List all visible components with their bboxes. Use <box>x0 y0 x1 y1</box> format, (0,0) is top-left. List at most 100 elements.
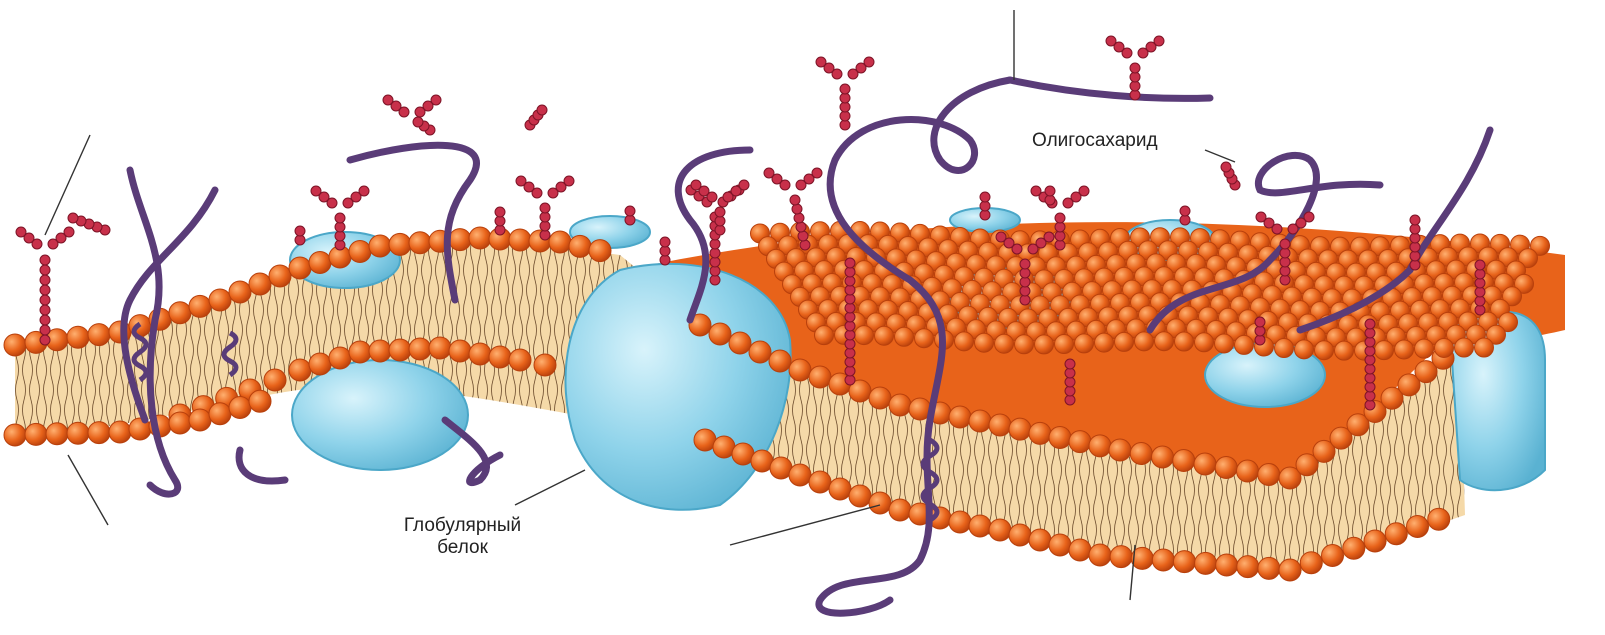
glycan-bead <box>564 176 574 186</box>
phospholipid-head <box>1155 332 1174 351</box>
glycan-bead <box>1106 36 1116 46</box>
phospholipid-head <box>1009 524 1031 546</box>
glycan-bead <box>540 203 550 213</box>
phospholipid-head <box>1258 464 1280 486</box>
phospholipid-head <box>1152 549 1174 571</box>
phospholipid-head <box>509 349 531 371</box>
glycan-bead <box>840 84 850 94</box>
phospholipid-head <box>1322 545 1344 567</box>
phospholipid-head <box>1435 338 1454 357</box>
phospholipid-head <box>895 327 914 346</box>
phospholipid-head <box>829 478 851 500</box>
glycan-bead <box>1280 239 1290 249</box>
phospholipid-head <box>264 369 286 391</box>
phospholipid-head <box>1109 439 1131 461</box>
phospholipid-head <box>1375 341 1394 360</box>
phospholipid-head <box>949 406 971 428</box>
glycan-bead <box>64 227 74 237</box>
protein-left-lower <box>292 360 468 470</box>
phospholipid-head <box>1215 457 1237 479</box>
phospholipid-head <box>949 511 971 533</box>
phospholipid-head <box>1173 551 1195 573</box>
glycan-bead <box>68 213 78 223</box>
glycan-bead <box>798 231 808 241</box>
phospholipid-head <box>1055 335 1074 354</box>
phospholipid-head <box>855 326 874 345</box>
phospholipid-head <box>1195 552 1217 574</box>
phospholipid-head <box>329 347 351 369</box>
phospholipid-head <box>67 326 89 348</box>
glycan-bead <box>40 335 50 345</box>
glycan-bead <box>1410 215 1420 225</box>
phospholipid-head <box>549 231 571 253</box>
phospholipid-head <box>109 321 131 343</box>
glycan-bead <box>431 95 441 105</box>
glycan-bead <box>335 213 345 223</box>
glycan-bead <box>1045 186 1055 196</box>
phospholipid-head <box>1195 333 1214 352</box>
phospholipid-head <box>1089 544 1111 566</box>
glycan-bead <box>495 207 505 217</box>
glycan-bead <box>383 95 393 105</box>
phospholipid-head <box>1029 422 1051 444</box>
phospholipid-head <box>1029 529 1051 551</box>
phospholipid-head <box>1110 546 1132 568</box>
glycan-bead <box>1031 186 1041 196</box>
phospholipid-head <box>229 281 251 303</box>
phospholipid-head <box>1475 338 1494 357</box>
phospholipid-head <box>1235 335 1254 354</box>
phospholipid-head <box>449 229 471 251</box>
glycan-bead <box>794 213 804 223</box>
phospholipid-head <box>789 359 811 381</box>
glycan-bead <box>40 255 50 265</box>
glycan-bead <box>845 258 855 268</box>
phospholipid-head <box>1075 334 1094 353</box>
phospholipid-head <box>729 332 751 354</box>
peptide-chain-7 <box>1010 80 1210 98</box>
phospholipid-head <box>875 326 894 345</box>
phospholipid-head <box>709 323 731 345</box>
phospholipid-head <box>955 332 974 351</box>
phospholipid-head <box>389 233 411 255</box>
phospholipid-head <box>969 410 991 432</box>
phospholipid-head <box>189 295 211 317</box>
glycan-bead <box>1044 232 1054 242</box>
glycan-bead <box>413 117 423 127</box>
phospholipid-head <box>1364 530 1386 552</box>
phospholipid-head <box>789 464 811 486</box>
pointer-oligosaccharide <box>1205 150 1235 162</box>
phospholipid-head <box>369 235 391 257</box>
glycan-bead <box>1365 319 1375 329</box>
phospholipid-head <box>589 240 611 262</box>
glycan-bead <box>996 232 1006 242</box>
phospholipid-head <box>289 359 311 381</box>
phospholipid-head <box>1095 333 1114 352</box>
globular-protein-large <box>565 264 790 510</box>
phospholipid-head <box>989 414 1011 436</box>
phospholipid-head <box>25 423 47 445</box>
phospholipid-head <box>1279 559 1301 581</box>
phospholipid-head <box>1069 539 1091 561</box>
phospholipid-head <box>269 265 291 287</box>
phospholipid-head <box>1135 332 1154 351</box>
phospholipid-head <box>815 326 834 345</box>
phospholipid-head <box>1175 332 1194 351</box>
pointer-globular-protein <box>515 470 585 505</box>
glycan-bead <box>660 237 670 247</box>
phospholipid-head <box>809 366 831 388</box>
phospholipid-head <box>1049 534 1071 556</box>
phospholipid-head <box>1258 557 1280 579</box>
glycan-bead <box>40 285 50 295</box>
glycan-bead <box>40 295 50 305</box>
phospholipid-head <box>209 403 231 425</box>
glycan-bead <box>816 57 826 67</box>
phospholipid-head <box>1315 341 1334 360</box>
phospholipid-head <box>409 232 431 254</box>
phospholipid-head <box>389 339 411 361</box>
phospholipid-head <box>309 353 331 375</box>
glycan-bead <box>764 168 774 178</box>
phospholipid-head <box>1015 335 1034 354</box>
glycan-bead <box>864 57 874 67</box>
phospholipid-head <box>1194 453 1216 475</box>
glycan-bead <box>1256 212 1266 222</box>
